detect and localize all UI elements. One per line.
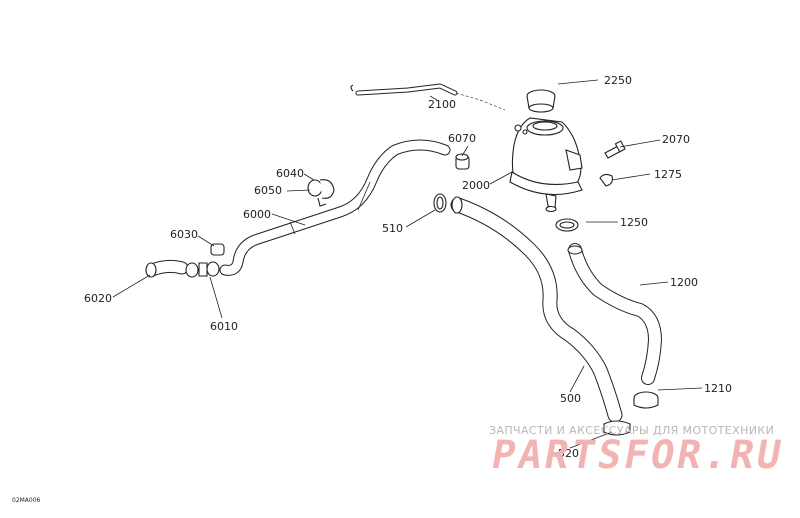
coolant-reservoir-2000 xyxy=(509,117,583,213)
watermark-logo: PARTSFOR.RU xyxy=(488,433,788,478)
clamp-510 xyxy=(433,193,447,213)
label-1210: 1210 xyxy=(704,382,732,395)
clamp-520 xyxy=(603,420,631,436)
label-6030: 6030 xyxy=(170,228,198,241)
elbow-hose-6020 xyxy=(145,259,189,278)
clamp-1210 xyxy=(633,391,659,409)
clip-1275 xyxy=(599,173,613,187)
label-1250: 1250 xyxy=(620,216,648,229)
label-2070: 2070 xyxy=(662,133,690,146)
watermark-tagline: ЗАПЧАСТИ И АКСЕССУАРЫ ДЛЯ МОТОТЕХНИКИ xyxy=(489,424,775,437)
label-6010: 6010 xyxy=(210,320,238,333)
label-6000: 6000 xyxy=(243,208,271,221)
screw-2070 xyxy=(604,140,626,159)
hose-6000 xyxy=(219,139,451,276)
label-6020: 6020 xyxy=(84,292,112,305)
label-1200: 1200 xyxy=(670,276,698,289)
reservoir-cap-2250 xyxy=(526,89,556,113)
clamp-6030 xyxy=(210,243,225,256)
clamp-6070 xyxy=(455,153,470,170)
clamp-6010 xyxy=(185,261,220,278)
clamp-1250 xyxy=(555,218,579,232)
label-6050: 6050 xyxy=(254,184,282,197)
leader-lines xyxy=(112,79,703,449)
label-2100: 2100 xyxy=(428,98,456,111)
hose-500 xyxy=(450,196,623,423)
label-510: 510 xyxy=(382,222,403,235)
label-1275: 1275 xyxy=(654,168,682,181)
clamp-6040 xyxy=(307,179,335,207)
label-520: 520 xyxy=(558,447,579,460)
diagram-code: 02MA006 xyxy=(12,497,41,504)
label-6070: 6070 xyxy=(448,132,476,145)
label-6040: 6040 xyxy=(276,167,304,180)
label-2000: 2000 xyxy=(462,179,490,192)
label-500: 500 xyxy=(560,392,581,405)
label-2250: 2250 xyxy=(604,74,632,87)
vent-rod-2100 xyxy=(350,83,506,111)
hose-1200 xyxy=(567,243,662,385)
